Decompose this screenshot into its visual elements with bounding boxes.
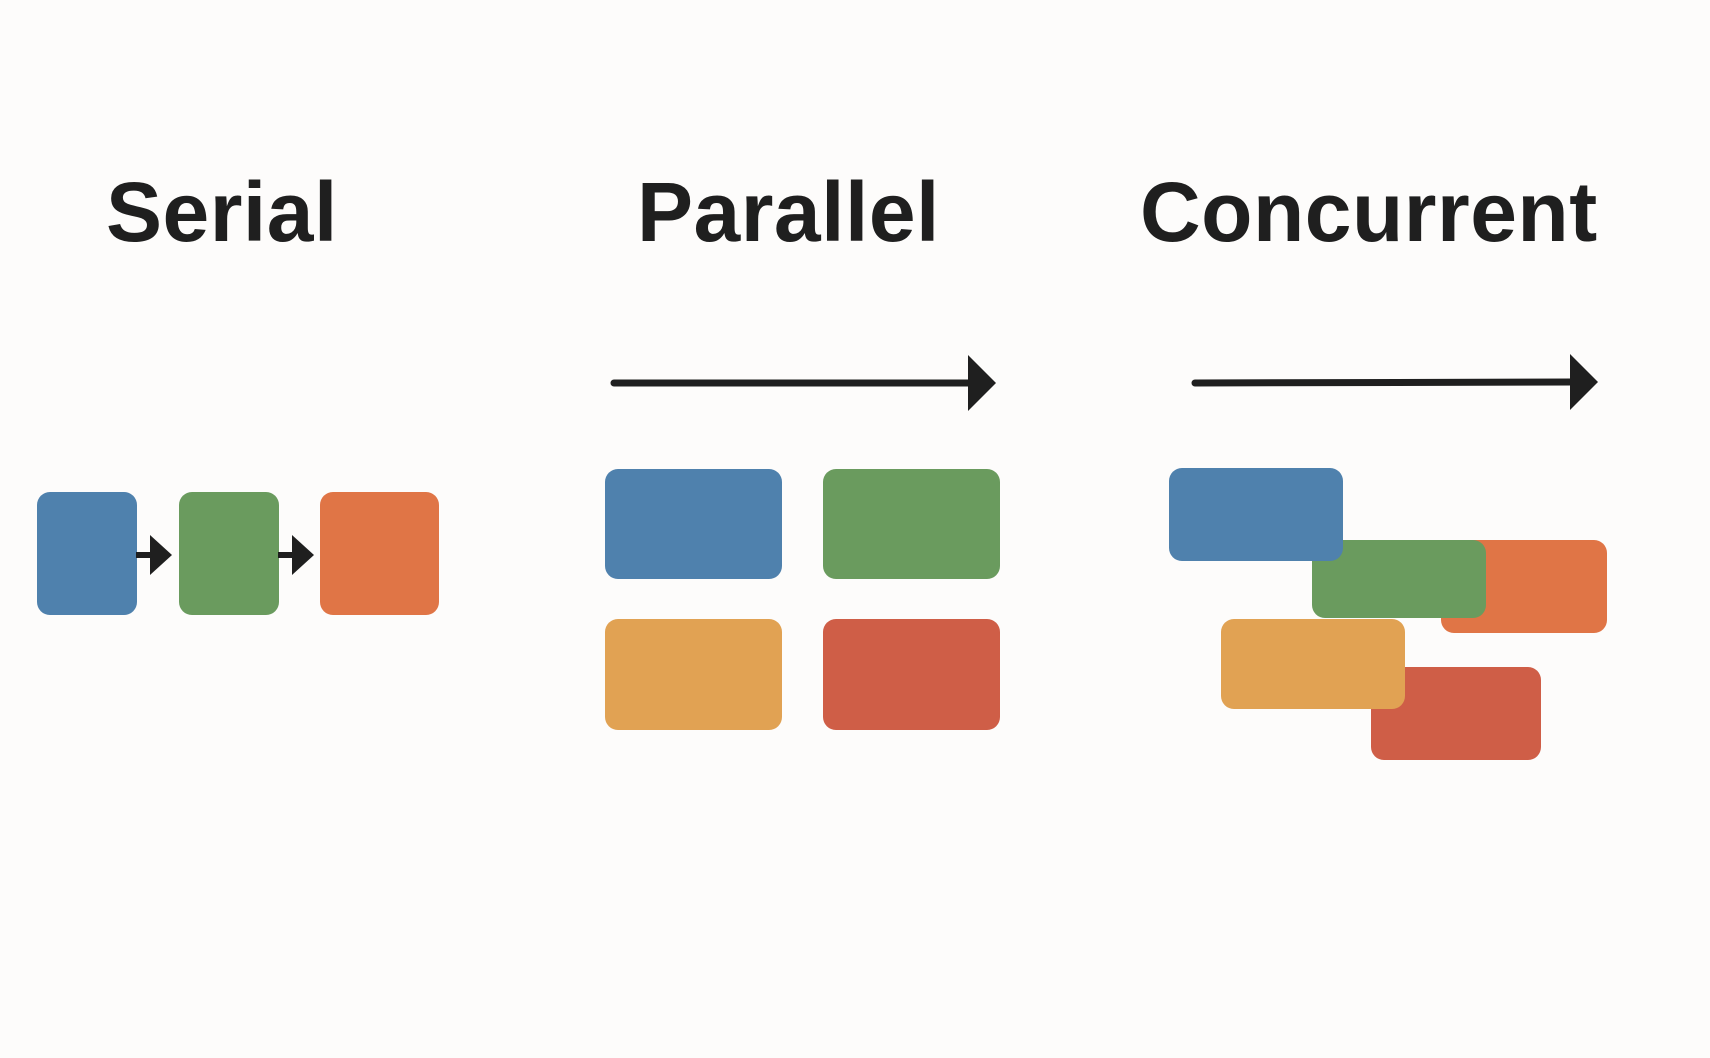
serial-block-blue [37, 492, 137, 615]
serial-arrow-1 [136, 535, 172, 575]
serial-arrow-2 [278, 535, 314, 575]
serial-heading: Serial [106, 165, 338, 259]
parallel-time-arrow [610, 355, 996, 411]
parallel-block-blue [605, 469, 782, 579]
serial-block-green [179, 492, 279, 615]
serial-block-orange [320, 492, 439, 615]
parallel-heading: Parallel [637, 165, 940, 259]
concurrent-block-yellow [1221, 619, 1405, 709]
parallel-block-red [823, 619, 1000, 730]
concurrent-heading: Concurrent [1140, 165, 1598, 259]
parallel-block-green [823, 469, 1000, 579]
concurrent-block-blue [1169, 468, 1343, 561]
concurrent-time-arrow [1191, 354, 1598, 410]
parallel-block-yellow [605, 619, 782, 730]
